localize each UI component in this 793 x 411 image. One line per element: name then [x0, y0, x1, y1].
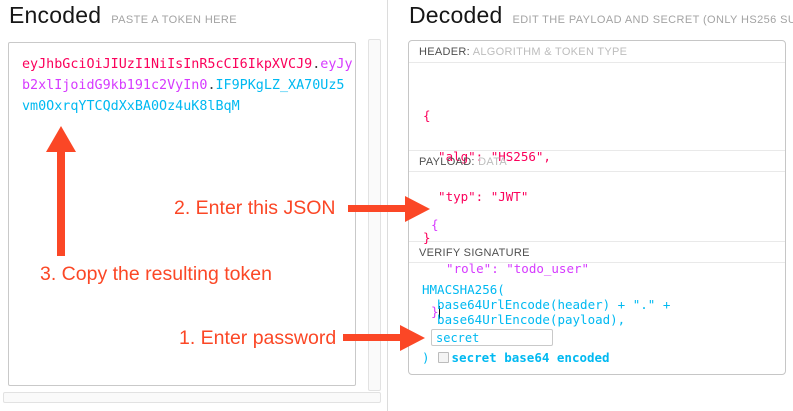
token-header-segment: eyJhbGciOiJIUzI1NiIsInR5cCI6IkpXVCJ9: [22, 57, 313, 72]
header-json-editor[interactable]: { "alg": "HS256", "typ": "JWT" }: [409, 63, 785, 244]
up-arrow-shaft: [57, 149, 65, 256]
payload-label-hint: DATA: [478, 156, 508, 168]
secret-arrow-shaft: [343, 334, 401, 341]
payload-label: PAYLOAD:: [419, 156, 475, 168]
vertical-scrollbar[interactable]: [368, 39, 381, 391]
header-label-hint: ALGORITHM & TOKEN TYPE: [472, 46, 628, 58]
signature-section-label: VERIFY SIGNATURE: [409, 241, 785, 263]
secret-input[interactable]: [431, 329, 553, 346]
payload-arrow-shaft: [348, 205, 406, 212]
signature-code-line: base64UrlEncode(header) + "." +: [422, 297, 671, 312]
up-arrow-head: [46, 126, 76, 152]
decoded-panel-header: Decoded EDIT THE PAYLOAD AND SECRET (ONL…: [409, 2, 793, 29]
header-section-label: HEADER: ALGORITHM & TOKEN TYPE: [409, 41, 785, 63]
payload-section-label: PAYLOAD: DATA: [409, 150, 785, 172]
code-line: "alg": "HS256",: [423, 148, 551, 164]
base64-secret-checkbox[interactable]: [437, 352, 449, 363]
base64-checkbox-label[interactable]: secret base64 encoded: [451, 350, 610, 365]
encoded-subtitle: PASTE A TOKEN HERE: [111, 14, 238, 26]
token-payload-segment: eyJyb2xlIjoidG9kb191c2VyIn0: [22, 57, 353, 93]
signature-code-line: HMACSHA256(: [422, 282, 505, 297]
signature-close-row: ) secret base64 encoded: [422, 350, 785, 365]
token-signature-segment: IF9PKgLZ_XA70Uz5vm0OxrqYTCQdXxBA0Oz4uK8l…: [22, 78, 345, 114]
code-line: "role": "todo_user": [431, 260, 590, 276]
code-line: {: [431, 217, 439, 232]
text-cursor: [438, 306, 440, 319]
token-separator-dot: .: [312, 57, 321, 72]
code-line: }: [431, 304, 440, 319]
code-line: {: [423, 108, 431, 123]
jwt-token-text[interactable]: eyJhbGciOiJIUzI1NiIsInR5cCI6IkpXVCJ9.eyJ…: [22, 54, 353, 117]
payload-arrow-head: [405, 196, 430, 222]
decoded-card: HEADER: ALGORITHM & TOKEN TYPE { "alg": …: [408, 40, 786, 375]
signature-block: HMACSHA256( base64UrlEncode(header) + ".…: [409, 263, 785, 365]
encoded-title: Encoded: [9, 2, 102, 28]
code-line: "typ": "JWT": [423, 189, 529, 204]
annotation-step2: 2. Enter this JSON: [174, 197, 336, 219]
decoded-subtitle: EDIT THE PAYLOAD AND SECRET (ONLY HS256 …: [512, 14, 793, 26]
payload-json-editor[interactable]: { "role": "todo_user" }: [409, 172, 785, 319]
annotation-step1: 1. Enter password: [179, 327, 337, 349]
encoded-panel-header: Encoded PASTE A TOKEN HERE: [9, 2, 237, 29]
closing-paren: ): [422, 350, 430, 365]
horizontal-scrollbar[interactable]: [3, 392, 381, 403]
annotation-step3: 3. Copy the resulting token: [40, 263, 272, 285]
token-separator-dot: .: [207, 78, 216, 93]
code-line: }: [423, 229, 431, 245]
signature-code-line: base64UrlEncode(payload),: [422, 312, 626, 327]
secret-arrow-head: [400, 325, 425, 351]
decoded-title: Decoded: [409, 2, 503, 28]
verify-signature-label: VERIFY SIGNATURE: [419, 247, 530, 259]
encoded-token-editor[interactable]: eyJhbGciOiJIUzI1NiIsInR5cCI6IkpXVCJ9.eyJ…: [8, 42, 356, 386]
header-label: HEADER:: [419, 46, 470, 58]
